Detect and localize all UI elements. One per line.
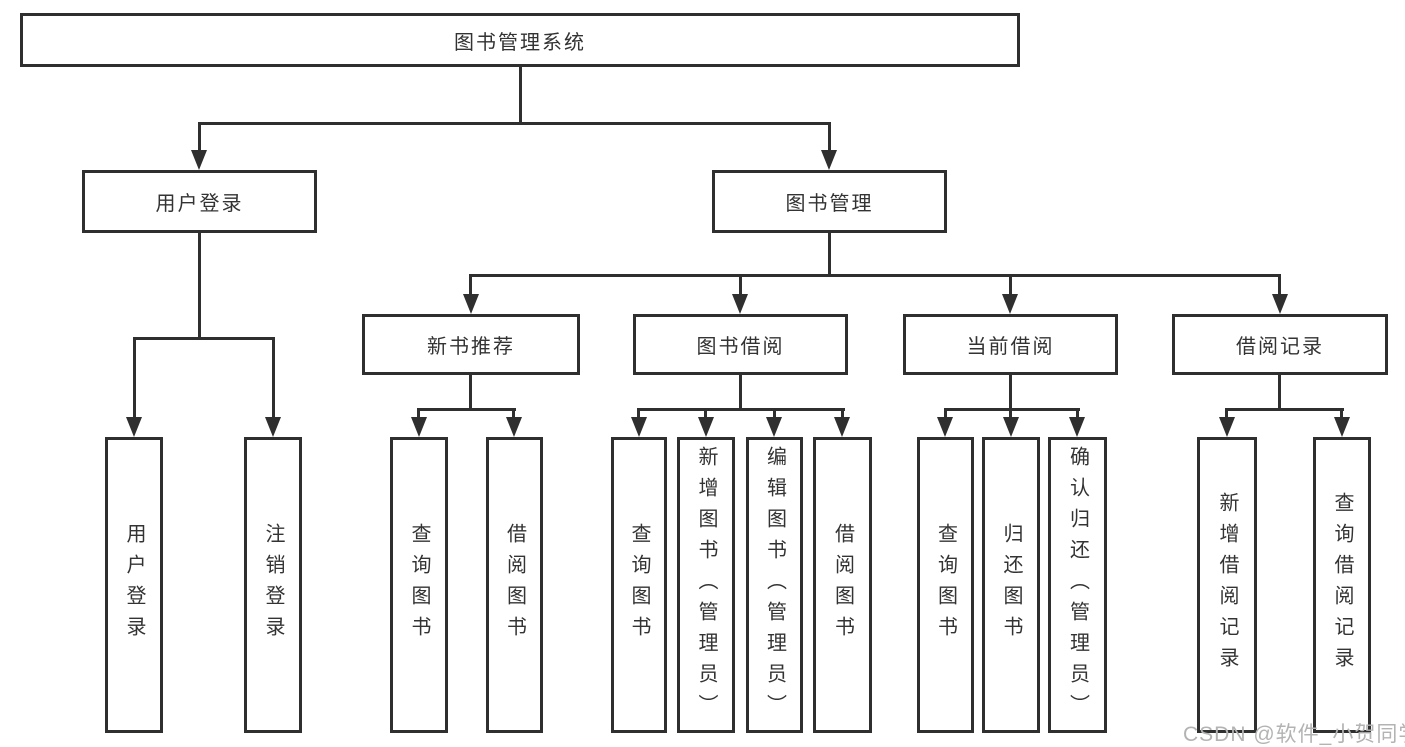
connector-new-book-drop [469, 274, 472, 296]
connector-leaf-drop [1009, 408, 1012, 419]
leaf-add-borrow-record: 新增借阅记录 [1197, 437, 1257, 733]
node-current-borrow: 当前借阅 [903, 314, 1118, 375]
arrowhead-down-icon [411, 417, 427, 437]
arrowhead-down-icon [265, 417, 281, 437]
leaf-label: 查询借阅记录 [1331, 492, 1353, 678]
leaf-logout: 注销登录 [244, 437, 302, 733]
arrowhead-down-icon [1219, 417, 1235, 437]
leaf-label: 查询图书 [628, 523, 650, 647]
connector-user-login-rail [133, 337, 275, 340]
arrowhead-down-icon [1002, 294, 1018, 314]
arrowhead-down-icon [1069, 417, 1085, 437]
connector-borrow-record-drop [1278, 274, 1281, 296]
arrowhead-down-icon [821, 150, 837, 170]
connector-leaf-drop [512, 408, 515, 419]
arrowhead-down-icon [191, 150, 207, 170]
arrowhead-down-icon [1003, 417, 1019, 437]
connector-root-stem [519, 67, 522, 122]
connector-leaf-drop [133, 337, 136, 419]
connector-leaf-drop [944, 408, 947, 419]
arrowhead-down-icon [732, 294, 748, 314]
leaf-borrow-books: 借阅图书 [486, 437, 543, 733]
leaf-label: 确认归还（管理员） [1066, 445, 1089, 725]
arrowhead-down-icon [463, 294, 479, 314]
watermark: CSDN @软件_小贺同学 [1183, 723, 1405, 746]
leaf-query-books: 查询图书 [611, 437, 667, 733]
connector-leaf-drop [1225, 408, 1228, 419]
connector-leaf-drop [1076, 408, 1079, 419]
connector-leaf-drop [841, 408, 844, 419]
arrowhead-down-icon [766, 417, 782, 437]
node-borrow-record: 借阅记录 [1172, 314, 1388, 375]
connector-stem [739, 375, 742, 408]
leaf-label: 查询图书 [934, 523, 957, 647]
connector-leaf-drop [637, 408, 640, 419]
node-user-login: 用户登录 [82, 170, 317, 233]
leaf-add-books-admin: 新增图书（管理员） [677, 437, 735, 733]
connector-book-mgmt-stem [828, 233, 831, 274]
arrowhead-down-icon [1334, 417, 1350, 437]
leaf-return-books: 归还图书 [982, 437, 1040, 733]
node-book-borrow: 图书借阅 [633, 314, 848, 375]
leaf-edit-books-admin: 编辑图书（管理员） [746, 437, 803, 733]
connector-stem [1009, 375, 1012, 408]
node-library-system: 图书管理系统 [20, 13, 1020, 67]
node-new-book-recommend: 新书推荐 [362, 314, 580, 375]
arrowhead-down-icon [506, 417, 522, 437]
connector-stem [1278, 375, 1281, 408]
leaf-label: 新增借阅记录 [1216, 492, 1238, 678]
connector-leaf-drop [1340, 408, 1343, 419]
arrowhead-down-icon [937, 417, 953, 437]
leaf-query-borrow-record: 查询借阅记录 [1313, 437, 1371, 733]
leaf-label: 查询图书 [408, 523, 430, 647]
leaf-label: 注销登录 [262, 523, 284, 647]
connector-book-mgmt-drop [828, 122, 831, 152]
leaf-query-books: 查询图书 [917, 437, 974, 733]
connector-leaf-drop [773, 408, 776, 419]
leaf-user-login: 用户登录 [105, 437, 163, 733]
connector-stem [469, 375, 472, 408]
arrowhead-down-icon [1272, 294, 1288, 314]
leaf-label: 借阅图书 [503, 523, 526, 647]
arrowhead-down-icon [126, 417, 142, 437]
connector-leaf-drop [704, 408, 707, 419]
arrowhead-down-icon [834, 417, 850, 437]
connector-rail [417, 408, 516, 411]
connector-current-borrow-drop [1009, 274, 1012, 296]
connector-rail [944, 408, 1080, 411]
connector-book-borrow-drop [739, 274, 742, 296]
leaf-label: 借阅图书 [831, 523, 854, 647]
connector-leaf-drop [417, 408, 420, 419]
node-book-management: 图书管理 [712, 170, 947, 233]
connector-user-login-stem [198, 233, 201, 337]
leaf-query-books: 查询图书 [390, 437, 448, 733]
connector-rail [637, 408, 845, 411]
leaf-borrow-books: 借阅图书 [813, 437, 872, 733]
leaf-label: 归还图书 [1000, 523, 1022, 647]
connector-user-login-drop [198, 122, 201, 152]
leaf-confirm-return-admin: 确认归还（管理员） [1048, 437, 1107, 733]
connector-level3-rail [470, 274, 1281, 277]
arrowhead-down-icon [631, 417, 647, 437]
connector-leaf-drop [272, 337, 275, 419]
connector-rail [1225, 408, 1344, 411]
leaf-label: 编辑图书（管理员） [763, 445, 786, 725]
arrowhead-down-icon [698, 417, 714, 437]
leaf-label: 用户登录 [123, 523, 145, 647]
leaf-label: 新增图书（管理员） [695, 445, 717, 725]
connector-level2-rail [198, 122, 831, 125]
